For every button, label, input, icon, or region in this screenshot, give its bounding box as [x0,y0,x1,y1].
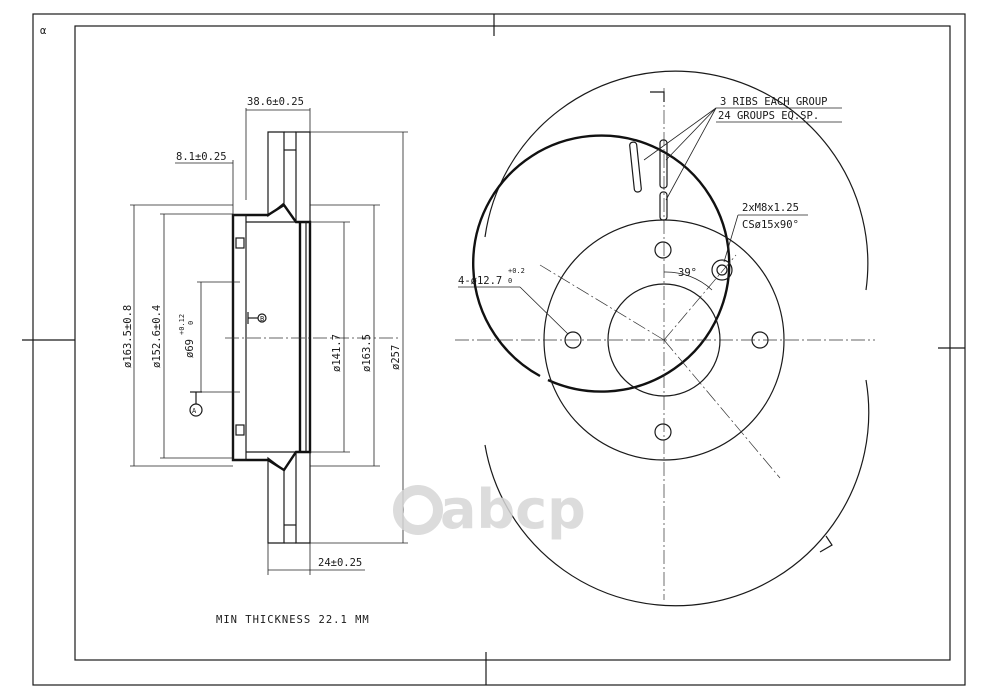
datum-b-label: B [260,315,264,323]
hat-wall [232,214,247,461]
face-view: 39° [455,70,875,607]
dim-center-bore-tol-lower: 0 [187,321,195,325]
dim-total-width: 38.6±0.25 [247,96,304,108]
ribs-note-line1: 3 RIBS EACH GROUP [720,96,827,108]
rib-1 [629,141,642,193]
sheet-frame [22,13,966,686]
dim-inner-friction-dia: ø141.7 [331,334,343,372]
holes-note: 4-ø12.7 [458,275,502,287]
friction-inner-circle [472,134,731,393]
disc-outer-edge-top [484,70,869,291]
bolt-hole-bottom [654,423,672,441]
corner-mark: α [40,25,47,37]
outboard-ring-bottom [295,451,311,544]
ribs-note-line2: 24 GROUPS EQ.SP. [718,110,819,122]
dim-outer-dia: ø257 [390,345,402,370]
watermark: abcp [393,478,586,541]
threaded-hole [711,259,733,281]
inboard-ring-top [267,131,285,218]
inboard-ring-bottom [267,456,285,544]
holes-tol-lower: 0 [508,277,512,285]
dim-center-bore: ø69 [184,339,196,358]
dim-hat-outer-dia: ø163.5±0.8 [122,305,134,368]
watermark-text: abcp [440,478,586,541]
dim-center-bore-tol-upper: +0.12 [178,314,186,335]
thread-note-line1: 2xM8x1.25 [742,202,799,214]
rib-3 [659,191,668,221]
face-annotations: 3 RIBS EACH GROUP 24 GROUPS EQ.SP. 2xM8x… [458,96,842,335]
dim-hat-offset: 8.1±0.25 [176,151,227,163]
dim-thickness: 24±0.25 [318,557,362,569]
disc-outer-edge-bottom [484,379,870,607]
dim-pilot-dia: ø152.6±0.4 [151,305,163,368]
bolt-hole-top [654,241,672,259]
datum-a-label: A [192,407,197,415]
dim-inner-vent-dia: ø163.5 [361,334,373,372]
holes-tol-upper: +0.2 [508,267,525,275]
thread-note-line2: CSø15x90° [742,219,799,231]
outboard-ring-top [295,131,311,223]
angle-label: 39° [678,267,697,279]
rib-2 [659,139,668,189]
section-dimensions: 38.6±0.25 8.1±0.25 ø163.5±0.8 ø152.6±0.4… [122,96,408,575]
min-thickness-note: MIN THICKNESS 22.1 MM [216,614,370,626]
